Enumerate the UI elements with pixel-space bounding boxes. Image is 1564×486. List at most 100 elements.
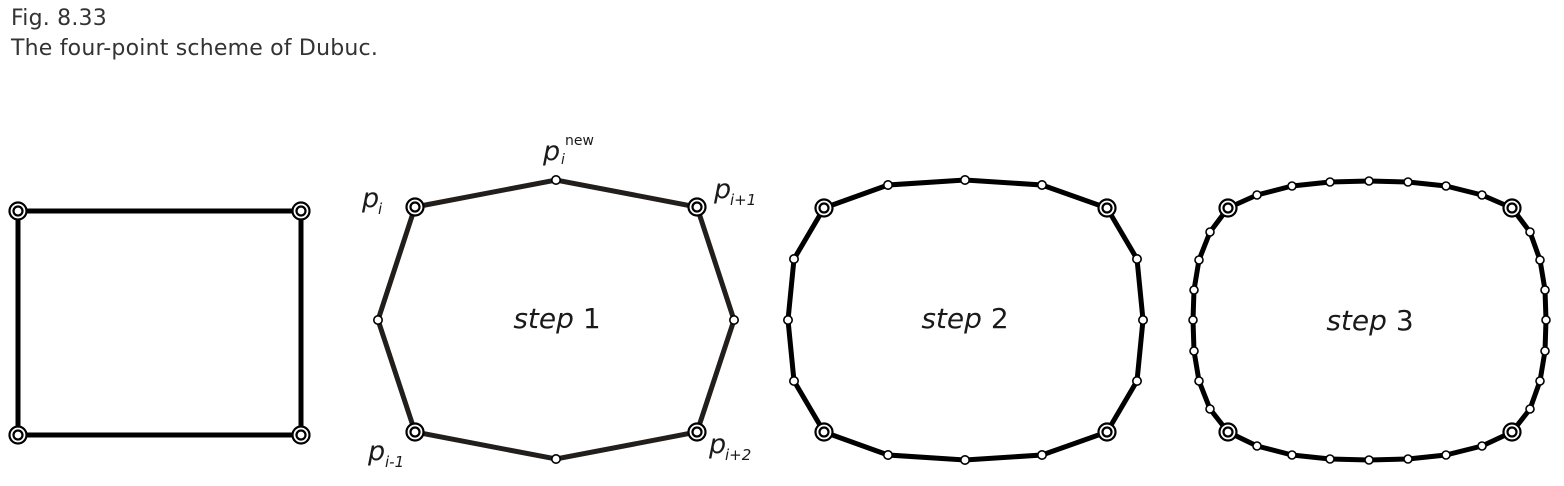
subdivision-point [1138, 314, 1149, 325]
new-points [372, 175, 739, 464]
marker-inner-ring [1222, 426, 1234, 438]
subdivision-point [1525, 404, 1535, 414]
control-point-marker [1097, 422, 1117, 442]
subdivision-point [1132, 254, 1143, 265]
control-points [814, 198, 1117, 442]
subdivision-point [1132, 375, 1143, 386]
subdivision-point [1194, 255, 1204, 265]
label-p-i: p [361, 183, 379, 214]
subdivision-point [1252, 190, 1262, 200]
step-number [1387, 304, 1396, 337]
subdivision-point [1525, 227, 1535, 237]
panel-step-1: step 1 p i new p i p i+1 p i-1 p i+2 [361, 133, 756, 471]
subdivision-point [1037, 449, 1048, 460]
subdivision-point [1205, 227, 1215, 237]
control-point-marker [405, 197, 425, 217]
sub-text: i+1 [730, 191, 756, 209]
marker-inner-ring [12, 429, 24, 441]
subdivision-point [1535, 376, 1545, 386]
subdivision-point [1441, 450, 1451, 460]
subdivision-point [1541, 315, 1551, 325]
subdivision-point [372, 314, 383, 325]
control-points [8, 201, 311, 445]
subdivision-point [1252, 441, 1262, 451]
control-point-marker [291, 425, 311, 445]
label-p-i-sub: i [378, 200, 383, 218]
marker-inner-ring [818, 202, 830, 214]
subdivision-point [728, 314, 739, 325]
control-point-marker [1218, 422, 1238, 442]
control-point-marker [1502, 198, 1522, 218]
marker-inner-ring [691, 201, 703, 213]
marker-inner-ring [1506, 202, 1518, 214]
subdivision-point [1325, 454, 1335, 464]
step-number-value: 1 [583, 302, 601, 335]
initial-control-polygon [15, 208, 304, 438]
marker-inner-ring [295, 429, 307, 441]
step-number [574, 302, 583, 335]
panel-step-2: step 2 [782, 175, 1149, 465]
panel-initial-polygon [8, 201, 311, 445]
step-word: step [1326, 304, 1387, 337]
marker-inner-ring [409, 426, 421, 438]
sub-text: i+2 [725, 446, 751, 464]
subdivision-point [788, 254, 799, 265]
marker-inner-ring [295, 205, 307, 217]
marker-inner-ring [12, 205, 24, 217]
marker-inner-ring [1222, 202, 1234, 214]
control-point-marker [1218, 198, 1238, 218]
subdivision-point [1540, 285, 1550, 295]
subdivision-point [1189, 346, 1199, 356]
subdivision-point [1403, 177, 1413, 187]
figure-number: Fig. 8.33 [11, 6, 107, 31]
subdivision-point [1037, 180, 1048, 191]
label-p-new-sub: i [561, 152, 565, 168]
subdivision-point [1477, 441, 1487, 451]
subdivision-point [1205, 404, 1215, 414]
marker-inner-ring [818, 426, 830, 438]
control-point-marker [687, 197, 707, 217]
step-number [982, 302, 991, 335]
panel-step-3: step 3 [1188, 176, 1551, 465]
step-2-label: step 2 [921, 302, 1008, 335]
subdivision-point [1364, 176, 1374, 186]
control-point-marker [814, 198, 834, 218]
marker-inner-ring [1101, 202, 1113, 214]
figure-caption: Fig. 8.33 The four-point scheme of Dubuc… [11, 4, 378, 64]
label-p-i-minus-1: p [367, 436, 385, 467]
step-3-label: step 3 [1326, 304, 1413, 337]
control-point-marker [405, 422, 425, 442]
step-word: step [513, 302, 574, 335]
label-p-i-minus-1-sub: i-1 [385, 453, 404, 471]
label-p-i-plus-2-sub: i+2 [725, 446, 751, 464]
subdivision-point [1364, 455, 1374, 465]
control-point-marker [291, 201, 311, 221]
new-points [782, 175, 1149, 465]
control-point-marker [687, 422, 707, 442]
subdivision-point [1287, 181, 1297, 191]
new-points [1188, 176, 1551, 465]
label-p-i-plus-2: p [708, 429, 726, 460]
label-p-new-sup: new [565, 133, 594, 149]
step-number-value: 2 [991, 302, 1009, 335]
subdivision-point [882, 180, 893, 191]
subdivision-point [550, 175, 561, 186]
subdivision-point [788, 375, 799, 386]
control-point-marker [1502, 422, 1522, 442]
subdivision-point [882, 449, 893, 460]
subdivision-point [1189, 285, 1199, 295]
control-point-marker [8, 201, 28, 221]
subdivision-point [1477, 190, 1487, 200]
marker-inner-ring [691, 426, 703, 438]
subdivision-point [1188, 315, 1198, 325]
marker-inner-ring [1101, 426, 1113, 438]
control-point-marker [814, 422, 834, 442]
step-word: step [921, 302, 982, 335]
subdivision-point [782, 314, 793, 325]
control-points [405, 197, 707, 442]
subdivision-point [1194, 376, 1204, 386]
marker-inner-ring [1506, 426, 1518, 438]
label-p-i-plus-1: p [713, 174, 731, 205]
subdivision-point [1403, 454, 1413, 464]
subdivision-point [959, 175, 970, 186]
